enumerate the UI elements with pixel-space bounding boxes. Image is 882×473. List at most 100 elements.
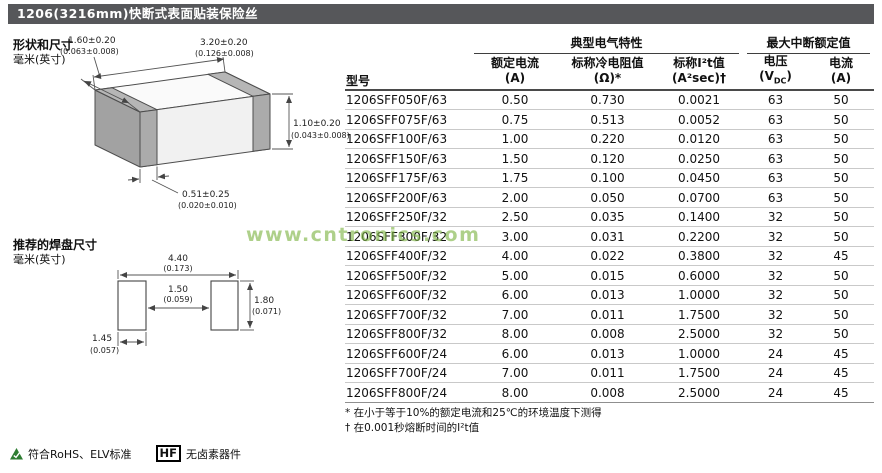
cell-model: 1206SFF150F/63	[345, 148, 470, 169]
watermark: www.cntronics.com	[246, 224, 481, 246]
dim-pad-height-lines	[240, 280, 254, 331]
dim-pad-height-in-label: (0.071)	[252, 307, 281, 316]
cell-model: 1206SFF250F/32	[345, 207, 470, 228]
rohs-compliance-text: 符合RoHS、ELV标准	[28, 447, 132, 461]
compliance-footer: 符合RoHS、ELV标准 HF 无卤素器件	[10, 445, 241, 462]
dim-width-in-label: (0.063±0.008)	[60, 47, 119, 56]
cell-value: 50	[808, 109, 875, 130]
cell-value: 45	[808, 246, 875, 267]
cell-value: 1.0000	[655, 343, 743, 364]
dim-length-lines	[92, 56, 226, 91]
column-header-row: 额定电流(A) 标称冷电阻值(Ω)* 标称I²t值(A²sec)† 电压 (VD…	[345, 54, 875, 92]
dim-pad-height-mm-label: 1.80	[254, 296, 274, 306]
cell-model: 1206SFF100F/63	[345, 129, 470, 150]
cell-value: 50	[808, 90, 875, 111]
cell-value: 0.0120	[655, 129, 743, 150]
cell-value: 0.513	[560, 109, 655, 130]
cell-model: 1206SFF700F/24	[345, 363, 470, 384]
fuse-spec-table: 型号 典型电气特性 最大中断额定值 额定电流(A) 标称冷电阻值(Ω)* 标称I…	[345, 36, 875, 436]
dim-height-mm-label: 1.10±0.20	[293, 119, 341, 129]
cell-value: 32	[743, 226, 808, 247]
cell-value: 0.008	[560, 324, 655, 345]
cell-value: 63	[743, 109, 808, 130]
group-header-interrupt: 最大中断额定值	[743, 36, 874, 54]
dim-length-in-label: (0.126±0.008)	[195, 49, 254, 58]
cell-value: 0.013	[560, 343, 655, 364]
cell-value: 0.035	[560, 207, 655, 228]
col-header-voltage: 电压 (VDC)	[743, 54, 808, 92]
cell-value: 63	[743, 168, 808, 189]
dim-pad-width-mm-label: 1.45	[92, 334, 112, 344]
cell-value: 0.220	[560, 129, 655, 150]
cell-value: 32	[743, 246, 808, 267]
pad-section-heading: 推荐的焊盘尺寸	[13, 238, 98, 252]
cell-model: 1206SFF800F/32	[345, 324, 470, 345]
cell-value: 0.100	[560, 168, 655, 189]
cell-model: 1206SFF800F/24	[345, 382, 470, 403]
cell-value: 0.015	[560, 265, 655, 286]
cell-value: 0.011	[560, 304, 655, 325]
shape-section-heading: 形状和尺寸	[13, 38, 74, 52]
cell-value: 50	[808, 304, 875, 325]
cell-value: 45	[808, 343, 875, 364]
cell-value: 50	[808, 129, 875, 150]
cell-value: 32	[743, 285, 808, 306]
dim-terminal-in-label: (0.020±0.010)	[178, 201, 237, 210]
cell-value: 32	[743, 265, 808, 286]
pad-left	[117, 280, 147, 331]
cell-model: 1206SFF400F/32	[345, 246, 470, 267]
cell-value: 3.00	[470, 226, 560, 247]
cell-value: 0.6000	[655, 265, 743, 286]
cell-value: 50	[808, 324, 875, 345]
group-header-row: 型号 典型电气特性 最大中断额定值	[345, 36, 874, 92]
cell-value: 50	[808, 226, 875, 247]
cell-value: 24	[743, 363, 808, 384]
cell-value: 0.0021	[655, 90, 743, 111]
shape-section-subheading: 毫米(英寸)	[13, 53, 66, 66]
hf-badge: HF	[155, 445, 182, 462]
col-header-cold-resistance: 标称冷电阻值(Ω)*	[560, 54, 655, 92]
dim-overall-mm-label: 4.40	[168, 254, 188, 264]
col-header-i2t: 标称I²t值(A²sec)†	[655, 54, 743, 92]
cell-value: 0.0450	[655, 168, 743, 189]
cell-value: 45	[808, 382, 875, 403]
footnote-resistance: * 在小于等于10%的额定电流和25℃的环境温度下测得	[345, 406, 602, 419]
cell-value: 45	[808, 363, 875, 384]
cell-value: 32	[743, 324, 808, 345]
dim-gap-mm-label: 1.50	[168, 285, 188, 295]
cell-value: 50	[808, 207, 875, 228]
col-header-current: 电流(A)	[808, 54, 875, 92]
dim-terminal-mm-label: 0.51±0.25	[182, 190, 230, 200]
cell-value: 0.3800	[655, 246, 743, 267]
cell-value: 0.013	[560, 285, 655, 306]
cell-value: 2.50	[470, 207, 560, 228]
cell-value: 2.5000	[655, 382, 743, 403]
cell-value: 0.2200	[655, 226, 743, 247]
cell-value: 0.1400	[655, 207, 743, 228]
dim-gap-in-label: (0.059)	[163, 295, 192, 304]
cell-value: 0.50	[470, 90, 560, 111]
dim-pad-width-lines	[117, 332, 147, 346]
cell-value: 7.00	[470, 304, 560, 325]
rohs-check-icon	[10, 448, 23, 460]
cell-model: 1206SFF300F/32	[345, 226, 470, 247]
cell-value: 5.00	[470, 265, 560, 286]
cell-value: 8.00	[470, 382, 560, 403]
pad-section-subheading: 毫米(英寸)	[13, 253, 66, 266]
dim-terminal-lines	[127, 166, 179, 194]
cell-model: 1206SFF500F/32	[345, 265, 470, 286]
cell-value: 63	[743, 187, 808, 208]
cell-value: 8.00	[470, 324, 560, 345]
chip-left-terminal-front	[139, 109, 158, 168]
cell-value: 63	[743, 148, 808, 169]
footnote-i2t: † 在0.001秒熔断时间的I²t值	[345, 422, 480, 435]
